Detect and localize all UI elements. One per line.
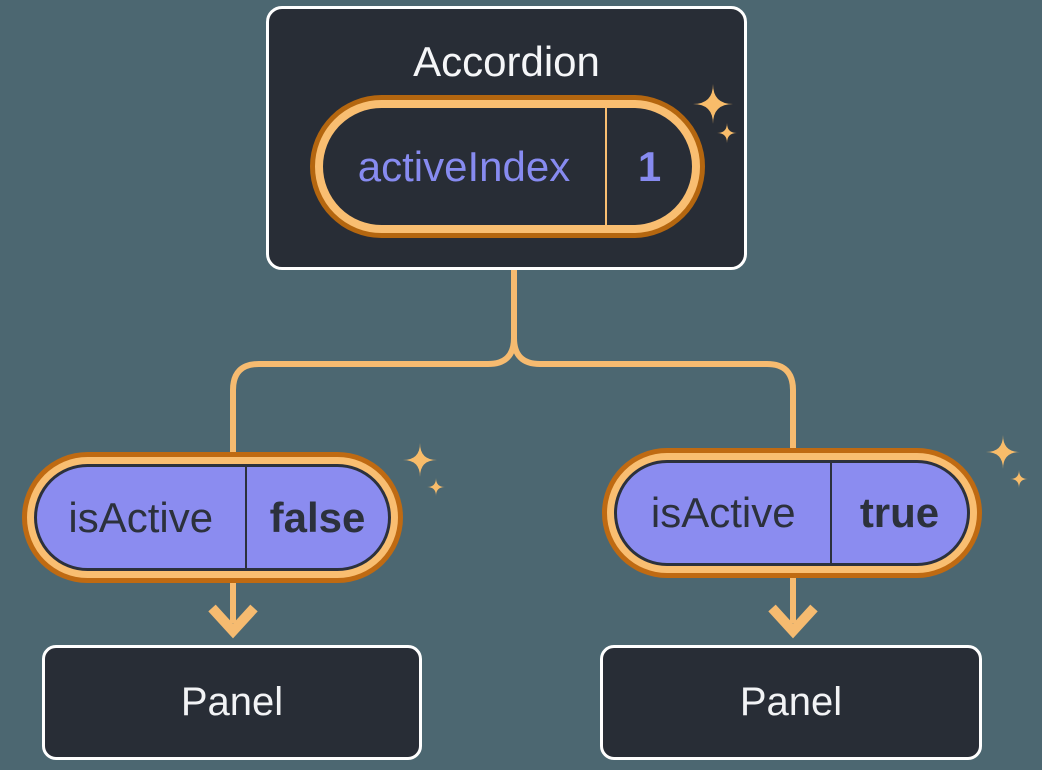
sparkle-icon [427,478,445,496]
prop-pill-left-isactive: isActive false [22,452,403,583]
connector-branch-left [230,268,517,470]
connector-branch-right [511,268,796,470]
pill-divider [244,467,247,568]
prop-pill: isActive false [34,464,391,571]
prop-value: false [269,493,366,541]
arrow-down-icon [768,604,818,639]
highlight-ring: isActive true [607,453,977,573]
sparkle-icon [986,435,1020,469]
prop-label: isActive [68,493,214,541]
accordion-title: Accordion [413,38,600,85]
state-pill-activeindex: activeIndex 1 [315,100,700,233]
pill-divider [605,108,607,225]
panel-label: Panel [180,680,284,724]
state-label: activeIndex [357,142,571,190]
sparkle-icon [403,443,437,477]
sparkle-icon [1010,470,1028,488]
panel-node-left: Panel [42,645,422,760]
prop-pill: isActive true [614,460,970,566]
state-value: 1 [637,142,662,190]
pill-divider [829,463,832,563]
prop-label: isActive [650,489,796,536]
arrow-down-icon [208,604,258,639]
panel-label: Panel [739,680,843,724]
prop-pill-right-isactive: isActive true [602,448,982,578]
highlight-ring: isActive false [27,457,398,578]
prop-value: true [859,489,940,536]
panel-node-right: Panel [600,645,982,760]
